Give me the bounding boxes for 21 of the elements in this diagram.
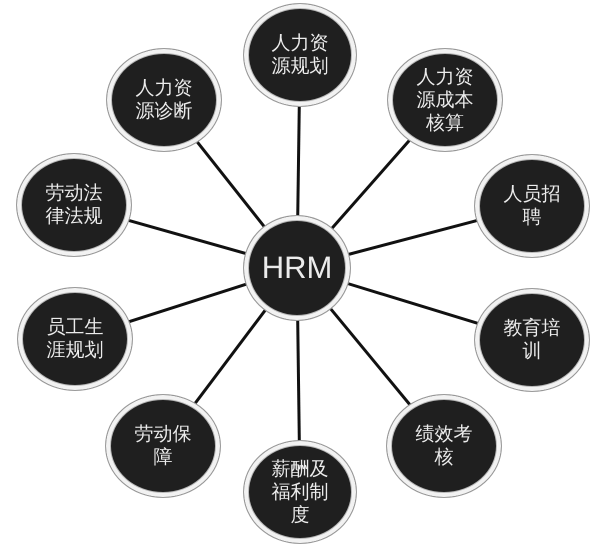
hub-label: HRM — [262, 251, 332, 285]
topic-label: 劳动保障 — [134, 423, 192, 469]
connector-line — [296, 106, 301, 216]
connector-line — [296, 320, 301, 442]
connector-line — [329, 307, 412, 406]
topic-label: 人力资源成本核算 — [416, 66, 474, 134]
connector-line — [330, 139, 411, 230]
topic-label: 教育培训 — [502, 317, 562, 363]
connector-line — [194, 308, 267, 405]
connector-line — [196, 140, 266, 228]
connector-line — [347, 282, 479, 325]
topic-label: 人力资源规划 — [270, 32, 330, 78]
topic-label: 人员招聘 — [502, 183, 562, 229]
topic-label: 绩效考核 — [414, 423, 474, 469]
connector-line — [128, 218, 246, 256]
topic-label: 员工生涯规划 — [46, 316, 104, 362]
topic-label: 人力资源诊断 — [134, 77, 194, 123]
topic-label: 薪酬及福利制度 — [270, 458, 330, 526]
connector-line — [128, 282, 248, 324]
topic-label: 劳动法律法规 — [44, 182, 104, 228]
connector-line — [348, 218, 478, 256]
